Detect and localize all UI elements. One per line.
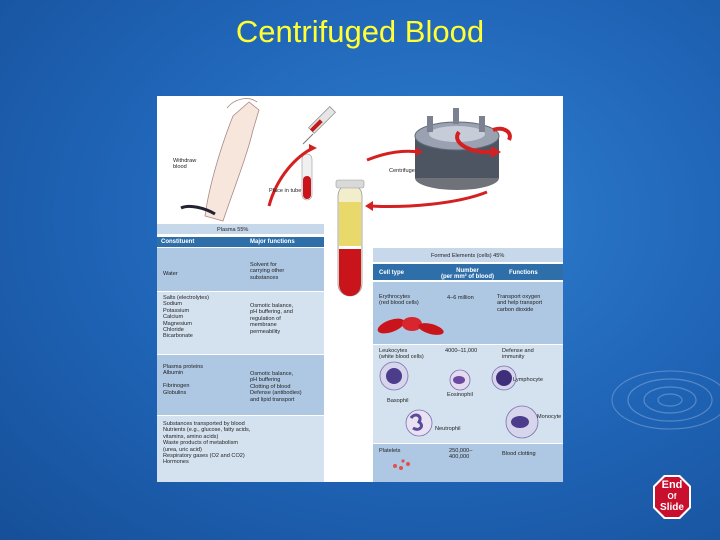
- end-of-slide-button[interactable]: End Of Slide: [651, 473, 693, 521]
- right-col-header-cell-type: Cell type: [379, 270, 405, 276]
- white-blood-cells: [379, 361, 539, 439]
- row-erythrocytes-number: 4–6 million: [447, 295, 474, 301]
- table-row-water-function: Solvent for carrying other substances: [250, 262, 285, 281]
- withdraw-label: Withdraw blood: [173, 158, 197, 171]
- table-row-salts-constituent: Salts (electrolytes) Sodium Potassium Ca…: [163, 295, 210, 340]
- row-platelets-type: Platelets: [379, 448, 401, 454]
- monocyte-label: Monocyte: [537, 414, 562, 420]
- row-erythrocytes-function: Transport oxygen and help transport carb…: [497, 294, 543, 313]
- table-row-salts-function: Osmotic balance, pH buffering, and regul…: [250, 303, 294, 335]
- stop-sign-icon: [653, 475, 691, 519]
- arrow-rotation: [492, 126, 512, 141]
- place-label: Place in tube: [269, 188, 302, 194]
- slide-title: Centrifuged Blood: [235, 14, 485, 49]
- table-row-water-constituent: Water: [163, 271, 178, 277]
- procedure-illustration: [157, 98, 563, 482]
- table-row-substances-constituent: Substances transported by blood Nutrient…: [163, 421, 251, 466]
- arm-illustration: [204, 101, 260, 222]
- lymphocyte-label: Lymphocyte: [513, 377, 543, 383]
- basophil-label: Basophil: [387, 398, 409, 404]
- eosinophil-label: Eosinophil: [447, 392, 473, 398]
- left-col-header-constituent: Constituent: [161, 239, 195, 245]
- centrifuge-machine: [414, 108, 500, 190]
- row-platelets-number: 250,000– 400,000: [449, 448, 473, 461]
- formed-elements-header: Formed Elements (cells) 45%: [431, 253, 505, 259]
- table-row-proteins-constituent: Plasma proteins Albumin Fibrinogen Globu…: [163, 364, 204, 396]
- neutrophil-label: Neutrophil: [435, 426, 461, 432]
- row-erythrocytes-type: Erythrocytes (red blood cells): [379, 294, 419, 307]
- centrifuged-tube: [335, 179, 365, 297]
- row-leukocytes-type: Leukocytes (white blood cells): [379, 348, 424, 361]
- row-platelets-function: Blood clotting: [502, 451, 536, 457]
- stop-sign-line1: End: [661, 479, 683, 491]
- centrifuge-label: Centrifuge: [389, 168, 415, 174]
- tourniquet: [180, 204, 216, 216]
- table-row-proteins-function: Osmotic balance, pH buffering Clotting o…: [250, 371, 302, 403]
- row-leukocytes-function: Defense and immunity: [502, 348, 534, 361]
- platelets: [393, 459, 410, 470]
- water-ripple-decoration: [611, 370, 720, 430]
- red-blood-cells: [377, 317, 444, 335]
- right-col-header-number: Number (per mm³ of blood): [441, 268, 494, 281]
- stop-sign-line3: Slide: [660, 502, 684, 513]
- arrow-from-centrifuge: [368, 190, 488, 208]
- arrow-to-tube: [267, 146, 314, 207]
- arrow-to-centrifuge: [366, 149, 420, 162]
- syringe-icon: [302, 106, 336, 145]
- stop-sign-line2: Of: [667, 492, 677, 501]
- right-col-header-functions: Functions: [509, 270, 538, 276]
- row-leukocytes-number: 4000–11,000: [445, 348, 478, 354]
- plasma-header: Plasma 55%: [217, 227, 249, 233]
- blood-composition-figure: Withdraw blood Place in tube Centrifuge …: [157, 96, 563, 482]
- left-col-header-functions: Major functions: [250, 239, 295, 245]
